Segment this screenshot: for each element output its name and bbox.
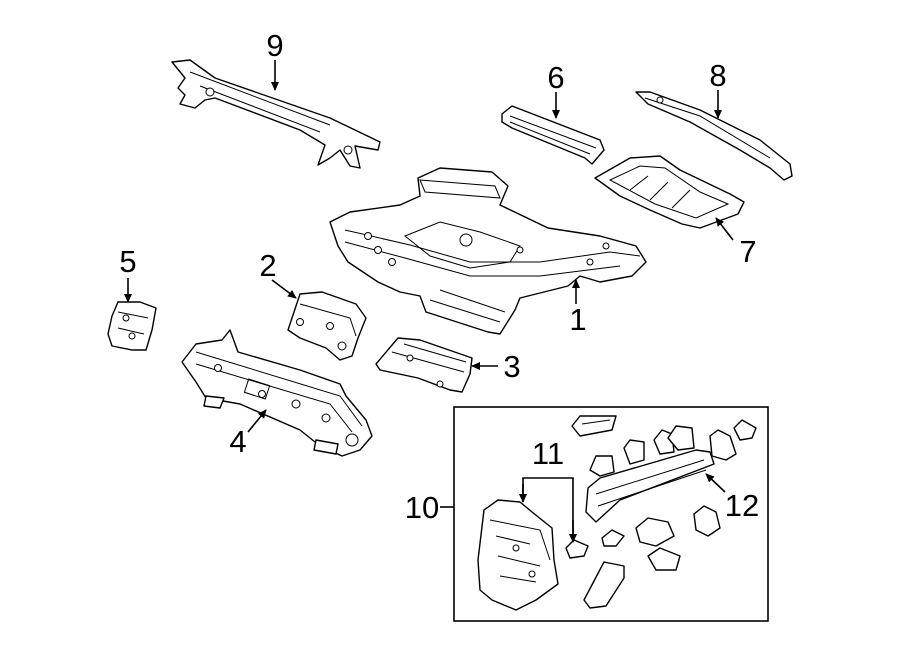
inset-small-brackets[interactable]	[571, 415, 757, 609]
part-9-crossmember[interactable]	[171, 59, 381, 169]
part-5-bracket[interactable]	[107, 301, 157, 351]
callout-6: 6	[547, 60, 564, 95]
part-1-rear-floor-pan[interactable]	[329, 167, 647, 335]
callout-11: 11	[532, 436, 564, 471]
part-8-reinforcement[interactable]	[635, 91, 793, 181]
callout-2: 2	[259, 248, 276, 283]
callout-4: 4	[229, 424, 246, 459]
inset-box-10	[453, 406, 769, 622]
callout-7: 7	[739, 234, 756, 269]
callout-10: 10	[405, 490, 439, 525]
callout-5: 5	[119, 244, 136, 279]
part-3-bracket[interactable]	[375, 337, 473, 393]
callout-3: 3	[503, 349, 520, 384]
part-2-bracket[interactable]	[287, 291, 367, 361]
part-7-spare-tire-pan[interactable]	[594, 155, 745, 229]
callout-12: 12	[725, 488, 759, 523]
part-6-rail[interactable]	[501, 105, 605, 165]
part-11-assembly[interactable]	[477, 499, 589, 611]
leader-lines	[124, 60, 734, 543]
part-4-rail-assembly[interactable]	[181, 329, 373, 457]
callout-1: 1	[569, 302, 586, 337]
callout-9: 9	[266, 28, 283, 63]
part-12-rail[interactable]	[585, 449, 715, 523]
callout-8: 8	[709, 58, 726, 93]
